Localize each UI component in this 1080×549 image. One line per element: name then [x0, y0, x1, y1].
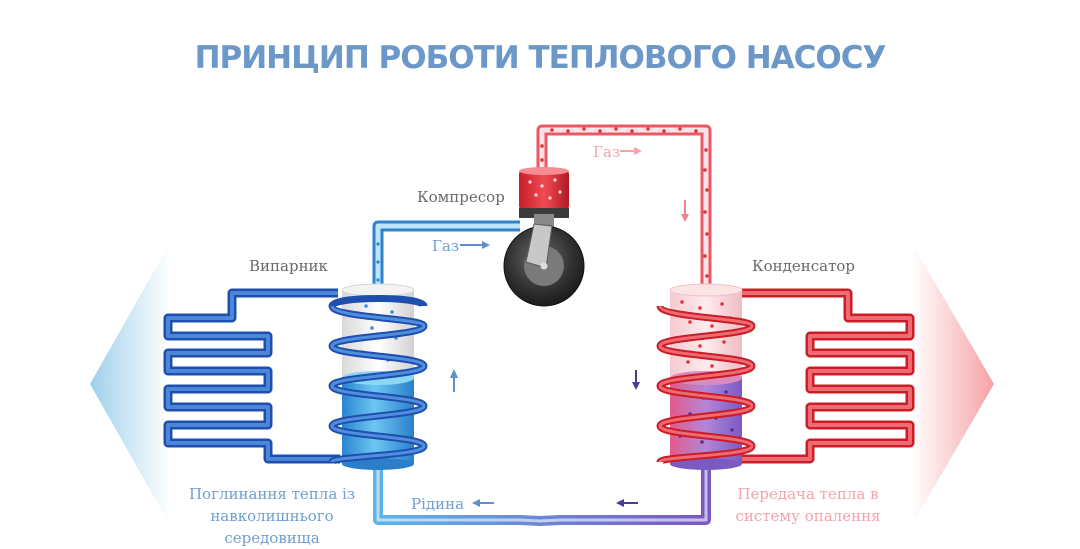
evaporator-label: Випарник — [249, 257, 328, 275]
liquid-left-arrow-icon — [472, 499, 494, 507]
condenser-label: Конденсатор — [752, 257, 856, 275]
liquid-label: Рідина — [411, 495, 465, 513]
heat-release-caption: Передача тепла в систему опалення — [735, 485, 881, 525]
down-arrow-purple-icon — [632, 370, 640, 390]
heat-absorb-arrow — [90, 243, 170, 525]
page-title: ПРИНЦИП РОБОТИ ТЕПЛОВОГО НАСОСУ — [194, 40, 887, 76]
gas-pipe-cold — [372, 220, 520, 292]
gas-cold-label: Газ — [432, 237, 460, 255]
heat-release-arrow — [912, 243, 994, 525]
evaporator — [328, 283, 428, 470]
heat-absorb-caption: Поглинання тепла із навколишнього середо… — [188, 485, 356, 547]
gas-right-arrow-icon — [620, 147, 642, 155]
compressor-label: Компресор — [417, 188, 505, 206]
down-arrow-hot-icon — [681, 200, 689, 222]
up-arrow-cold-icon — [450, 369, 458, 392]
purple-left-arrow-icon — [616, 499, 638, 507]
condenser — [656, 283, 756, 470]
gas-hot-label: Газ — [593, 143, 621, 161]
gas-left-arrow-icon — [460, 241, 490, 249]
compressor — [503, 167, 585, 307]
